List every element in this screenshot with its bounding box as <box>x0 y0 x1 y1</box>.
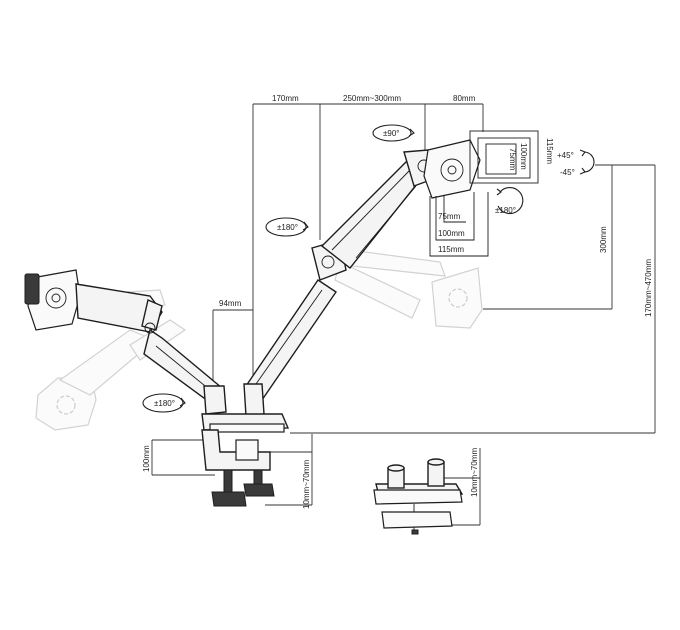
rotation-indicators: ±90° ±180° ±180° ±180° +45° -45° <box>142 124 595 413</box>
vesa-h-100mm: 100mm <box>519 143 528 170</box>
swivel-180-upper-indicator: ±180° <box>265 217 309 237</box>
dim-170mm: 170mm <box>272 94 299 103</box>
vesa-w-100mm: 100mm <box>438 229 465 238</box>
swivel-180-lower-indicator: ±180° <box>142 393 186 413</box>
grommet-mount <box>373 458 464 535</box>
rotate-180-vesa-label: ±180° <box>495 206 516 215</box>
swivel-180-lower-label: ±180° <box>154 399 175 408</box>
tilt-45-indicator: +45° -45° <box>557 149 595 177</box>
vesa-h-115mm: 115mm <box>545 138 554 164</box>
dim-94mm: 94mm <box>219 299 242 308</box>
tilt-minus-45-label: -45° <box>560 168 575 177</box>
vesa-labels: 75mm 100mm 115mm 115mm 100mm 75mm <box>438 138 554 254</box>
tilt-plus-45-label: +45° <box>557 151 574 160</box>
dim-clamp-10-70mm: 10mm~70mm <box>302 460 311 509</box>
dim-clamp-100mm: 100mm <box>142 445 151 472</box>
left-vesa-plate <box>24 269 81 331</box>
left-arm <box>75 283 227 415</box>
vesa-w-75mm: 75mm <box>438 212 461 221</box>
dimension-lines <box>151 103 656 526</box>
right-vesa-plate <box>423 130 539 257</box>
tilt-90-indicator: ±90° <box>372 124 415 142</box>
vesa-h-75mm: 75mm <box>508 148 517 171</box>
right-arm <box>245 149 437 402</box>
dimension-labels: 170mm 250mm~300mm 80mm 94mm 300mm 170mm~… <box>142 94 653 509</box>
swivel-180-upper-label: ±180° <box>277 223 298 232</box>
dim-80mm: 80mm <box>453 94 476 103</box>
dim-grommet-10-70mm: 10mm~70mm <box>470 448 479 497</box>
dim-170-470mm: 170mm~470mm <box>644 259 653 317</box>
dim-250-300mm: 250mm~300mm <box>343 94 401 103</box>
vesa-w-115mm: 115mm <box>438 245 464 254</box>
base-and-clamp <box>201 383 290 507</box>
rotate-180-vesa-indicator: ±180° <box>495 187 524 215</box>
dim-300mm: 300mm <box>599 226 608 253</box>
tilt-90-label: ±90° <box>383 129 400 138</box>
